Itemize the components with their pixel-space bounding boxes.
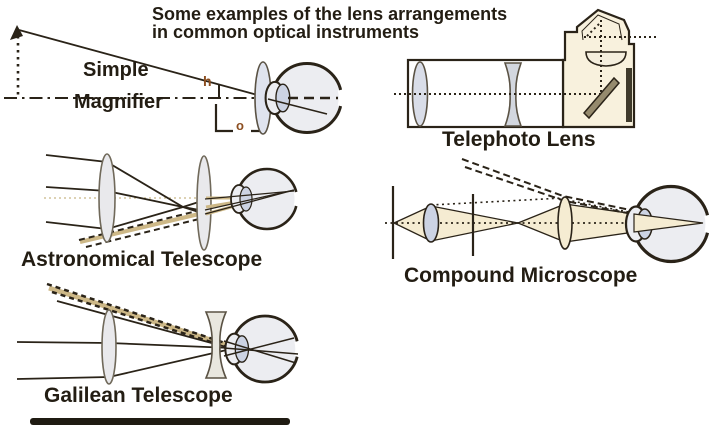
telephoto-lens-label: Telephoto Lens: [442, 128, 596, 151]
ray-middle: [16, 341, 232, 349]
dashed-ray-1: [78, 210, 198, 241]
arrowhead: [10, 25, 23, 40]
galilean-telescope-diagram: [16, 282, 299, 385]
eye-ray-3: [223, 337, 295, 357]
objective-lens: [98, 153, 116, 243]
dashed-virtual-ray-1: [461, 158, 641, 213]
solid-ray-top: [56, 300, 231, 349]
title-line-1: Some examples of the lens arrangements: [152, 4, 508, 24]
title-line-2: in common optical instruments: [152, 22, 420, 42]
tan-ray-band: [79, 212, 200, 244]
object-distance-label: o: [236, 118, 244, 133]
objective-lens: [422, 203, 440, 243]
eye-ray-1: [223, 340, 297, 364]
viewfinder-lens: [585, 51, 627, 67]
concave-eyepiece: [204, 311, 228, 379]
film-plane: [626, 68, 632, 122]
concave-lens: [503, 62, 523, 127]
eyepiece-lens: [557, 196, 573, 250]
figure-title: Some examples of the lens arrangements i…: [152, 5, 507, 41]
eye-icon: [266, 64, 342, 133]
ray-middle: [45, 186, 206, 212]
simple-magnifier-label-line1: Simple: [83, 59, 149, 81]
compound-microscope-diagram: [385, 158, 709, 262]
galilean-telescope-label: Galilean Telescope: [44, 384, 233, 407]
cropped-bottom-bar: [30, 418, 290, 425]
pentaprism-inner-line: [581, 14, 623, 41]
telephoto-lens-diagram: [394, 8, 657, 129]
tan-ray-band: [48, 285, 227, 348]
light-path-prism: [585, 23, 600, 38]
retina-bundle: [633, 213, 704, 233]
ray-bottom: [16, 348, 232, 380]
objective-lens: [101, 309, 117, 385]
compound-microscope-label: Compound Microscope: [404, 264, 638, 287]
eye-ray-3: [204, 190, 295, 200]
eye-ray-2: [223, 347, 299, 355]
retina-ray: [267, 98, 328, 115]
simple-magnifier-label-line2: Magnifier: [74, 91, 163, 113]
camera-body: [561, 8, 636, 129]
dotted-ray-up: [430, 197, 564, 206]
ray-top: [45, 154, 206, 215]
reflex-mirror: [582, 76, 621, 120]
eye-ray-2: [204, 189, 295, 211]
astronomical-telescope-label: Astronomical Telescope: [21, 248, 263, 271]
eye-ray-1: [204, 189, 295, 215]
eye-icon: [231, 169, 297, 229]
dashed-ray-2: [51, 290, 228, 349]
eyepiece-lens: [196, 155, 212, 251]
object-height-label: h: [203, 73, 212, 89]
ray-bottom: [45, 199, 206, 230]
astronomical-telescope-diagram: [44, 153, 297, 251]
dashed-ray-1: [46, 282, 226, 345]
simple-magnifier-diagram: [4, 25, 342, 134]
